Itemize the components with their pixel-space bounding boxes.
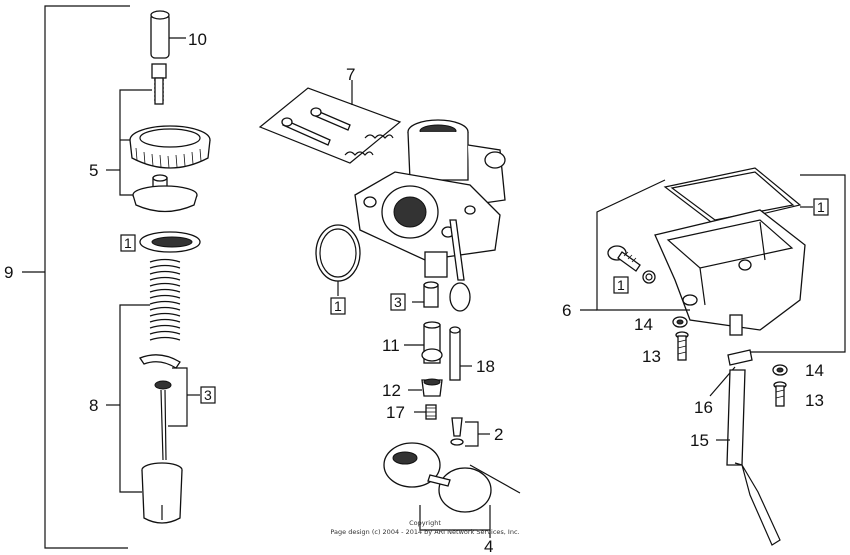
part-jet-needle — [139, 354, 181, 461]
svg-text:3: 3 — [204, 387, 212, 403]
callout-17: 17 — [386, 403, 405, 422]
callout-7: 7 — [346, 65, 355, 84]
boxed-callout-3-center: 3 — [390, 293, 406, 311]
svg-text:1: 1 — [617, 277, 625, 293]
bracket-3-left — [168, 367, 200, 427]
callout-18: 18 — [476, 357, 495, 376]
callout-10: 10 — [188, 30, 207, 49]
callout-15: 15 — [690, 431, 709, 450]
svg-text:1: 1 — [817, 199, 825, 215]
part-top-cap — [132, 174, 198, 213]
boxed-callout-1-chamber-gasket: 1 — [813, 198, 829, 216]
part-float — [383, 442, 521, 538]
part-ring-nut — [129, 125, 211, 169]
part-top-gasket — [139, 231, 201, 253]
svg-text:3: 3 — [394, 294, 402, 310]
callout-16: 16 — [694, 398, 713, 417]
boxed-callout-3-left: 3 — [200, 386, 216, 404]
callout-8: 8 — [89, 396, 98, 415]
part-float-chamber-gasket — [663, 167, 813, 226]
bracket-6 — [580, 174, 846, 353]
part-main-jet — [408, 378, 443, 397]
part-adjuster-screw — [151, 63, 167, 105]
part-cable-cap — [150, 10, 186, 59]
svg-text:1: 1 — [334, 298, 342, 314]
part-o-ring — [315, 224, 361, 296]
callout-13-right: 13 — [805, 391, 824, 410]
part-screw-13-mid — [675, 331, 689, 361]
part-screw-kit — [258, 80, 402, 164]
part-float-valve — [450, 417, 490, 447]
copyright-line-1: Copyright — [409, 519, 441, 527]
callout-2: 2 — [494, 425, 503, 444]
callout-14-mid: 14 — [634, 315, 653, 334]
part-slow-jet — [414, 404, 437, 420]
part-throttle-valve — [141, 462, 183, 524]
part-jet-holder — [412, 281, 439, 308]
copyright-line-2: Page design (c) 2004 - 2014 by ARI Netwo… — [330, 528, 519, 536]
bracket-5 — [106, 89, 152, 196]
copyright-notice: Copyright Page design (c) 2004 - 2014 by… — [330, 519, 519, 536]
boxed-callout-1-o-ring: 1 — [330, 297, 346, 315]
part-float-chamber — [654, 209, 806, 336]
callout-11: 11 — [382, 336, 400, 355]
bracket-8 — [106, 304, 150, 493]
callout-13-mid: 13 — [642, 347, 661, 366]
callout-6: 6 — [562, 301, 571, 320]
part-carburetor-body — [354, 119, 506, 312]
callout-12: 12 — [382, 381, 401, 400]
bracket-9 — [22, 5, 130, 549]
part-drain-tube — [716, 369, 781, 546]
callout-9: 9 — [4, 263, 13, 282]
callout-14-right: 14 — [805, 361, 824, 380]
part-washer-14-mid — [672, 316, 688, 328]
part-throttle-spring — [149, 258, 181, 341]
part-drain-washer — [642, 270, 656, 284]
callout-labels: 10 5 9 8 7 11 12 17 18 2 4 6 14 13 14 13… — [4, 30, 824, 555]
callout-5: 5 — [89, 161, 98, 180]
part-screw-13-right — [773, 381, 787, 407]
callout-4: 4 — [484, 537, 493, 555]
boxed-callout-1-drain-washer: 1 — [613, 276, 629, 294]
part-chamber-screw — [607, 245, 641, 272]
part-washer-14-right — [772, 364, 788, 376]
boxed-callout-1-top-gasket: 1 — [120, 234, 136, 252]
svg-text:1: 1 — [124, 235, 132, 251]
part-pilot-jet — [449, 326, 472, 381]
part-needle-jet — [404, 321, 443, 364]
